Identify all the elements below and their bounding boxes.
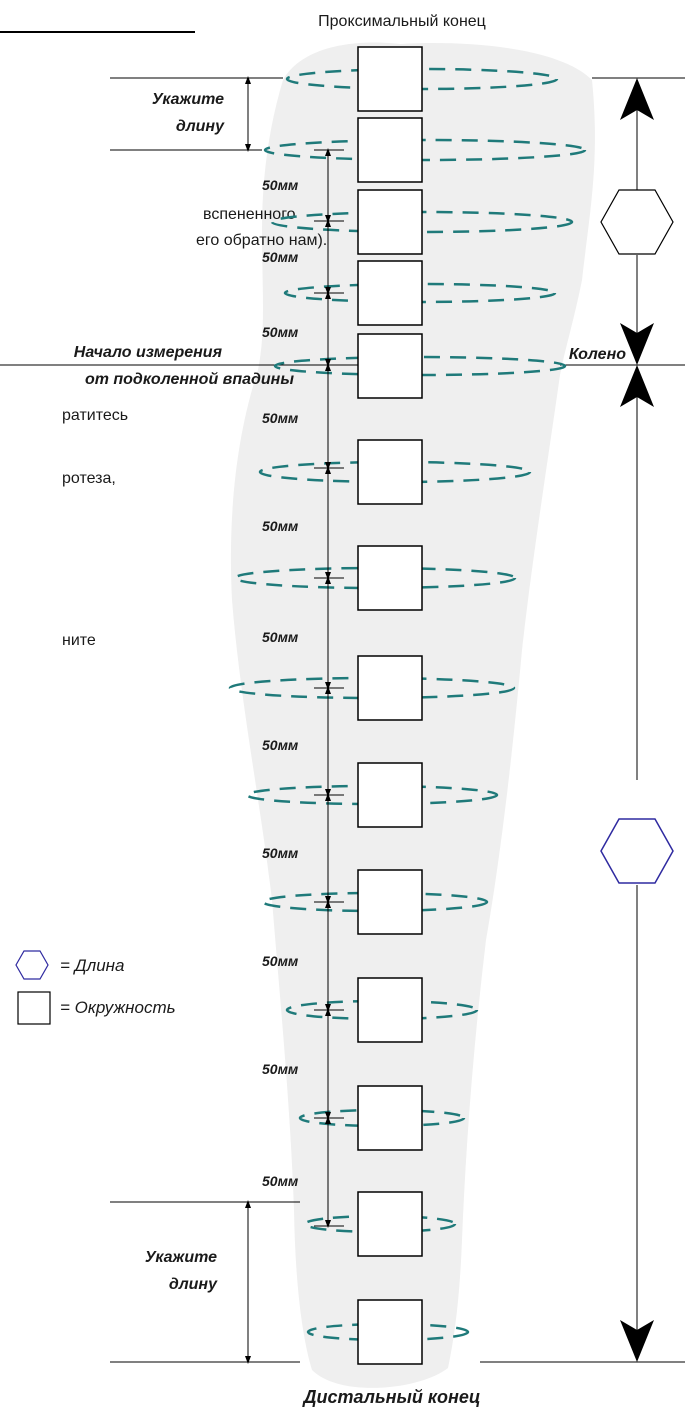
circumference-box-square-icon xyxy=(357,869,423,935)
interval-label: 50мм xyxy=(262,1061,299,1077)
legend-hexagon-icon xyxy=(15,950,49,980)
bottom-specify-length-line1: Укажите xyxy=(145,1249,217,1266)
left-text-fragment-1: вспененного xyxy=(203,206,296,223)
interval-label: 50мм xyxy=(262,737,299,753)
center-measure-line xyxy=(314,148,344,1228)
interval-label: 50мм xyxy=(262,410,299,426)
proximal-end-label: Проксимальный конец xyxy=(318,13,486,30)
interval-label: 50мм xyxy=(262,249,299,265)
circumference-box-square-icon xyxy=(357,1191,423,1257)
start-measure-line2: от подколенной впадины xyxy=(85,371,294,388)
upper-arrowhead-top xyxy=(620,78,654,120)
distal-end-label: Дистальный конец xyxy=(302,1387,481,1407)
circumference-box-square-icon xyxy=(357,762,423,828)
left-text-fragment-5: ните xyxy=(62,632,96,649)
bottom-specify-length-line2: длину xyxy=(169,1276,218,1293)
interval-label: 50мм xyxy=(262,177,299,193)
circumference-box-square-icon xyxy=(357,333,423,399)
interval-label: 50мм xyxy=(262,518,299,534)
circumference-box-square-icon xyxy=(357,189,423,255)
circumference-box-square-icon xyxy=(357,655,423,721)
left-text-fragment-4: ротеза, xyxy=(62,470,116,487)
top-specify-length-line2: длину xyxy=(176,118,225,135)
interval-label: 50мм xyxy=(262,1173,299,1189)
lower-length-hexagon-icon xyxy=(600,818,674,884)
knee-label: Колено xyxy=(569,346,626,363)
circumference-ring xyxy=(303,1214,457,1234)
upper-length-hexagon-icon xyxy=(600,189,674,255)
interval-label: 50мм xyxy=(262,845,299,861)
top-specify-length-line1: Укажите xyxy=(152,91,224,108)
start-measure-line1: Начало измерения xyxy=(74,344,223,361)
left-text-fragment-2: его обратно нам). xyxy=(196,232,327,249)
circumference-box-square-icon xyxy=(357,1299,423,1365)
circumference-box-square-icon xyxy=(357,117,423,183)
interval-label: 50мм xyxy=(262,324,299,340)
legend-length-label: = Длина xyxy=(60,956,124,975)
circumference-ring xyxy=(263,138,587,162)
circumference-box-square-icon xyxy=(357,439,423,505)
interval-label: 50мм xyxy=(262,953,299,969)
circumference-box-square-icon xyxy=(357,1085,423,1151)
circumference-box-square-icon xyxy=(357,977,423,1043)
left-text-fragment-3: ратитесь xyxy=(62,407,128,424)
circumference-box-square-icon xyxy=(357,46,423,112)
interval-label: 50мм xyxy=(262,629,299,645)
lower-arrowhead-bottom xyxy=(620,1320,654,1362)
upper-arrowhead-bottom xyxy=(620,323,654,365)
circumference-boxes xyxy=(357,46,423,1365)
legend-circumference-label: = Окружность xyxy=(60,998,176,1017)
lower-arrowhead-top xyxy=(620,365,654,407)
circumference-box-square-icon xyxy=(357,545,423,611)
circumference-box-square-icon xyxy=(357,260,423,326)
interval-labels: 50мм 50мм 50мм 50мм 50мм 50мм 50мм 50мм 50мм 50мм… xyxy=(262,177,299,1189)
legend-square-icon xyxy=(17,991,51,1025)
